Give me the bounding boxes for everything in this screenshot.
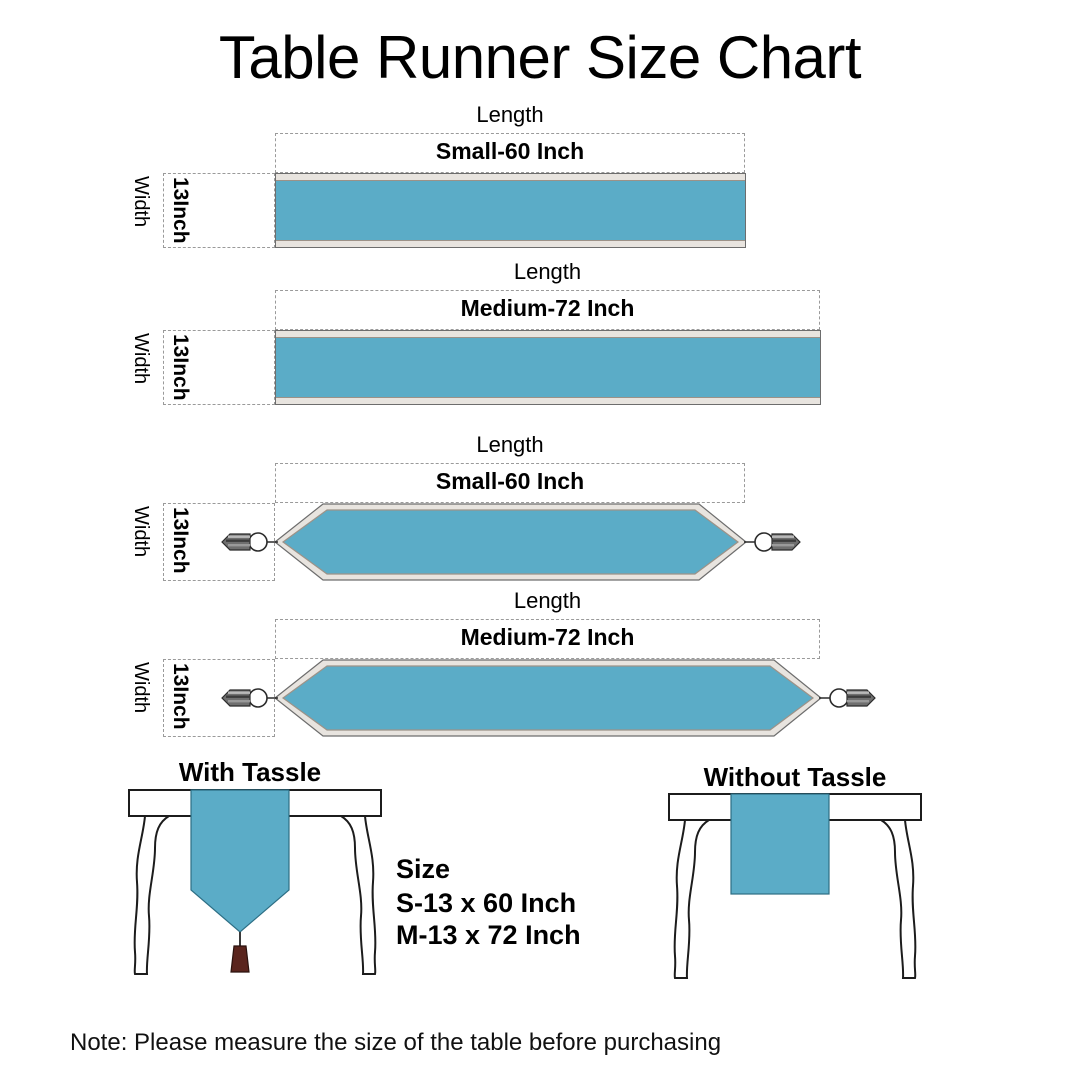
tassel-bead <box>754 532 774 552</box>
table-leg-left <box>673 819 713 979</box>
runner-drape <box>730 793 830 895</box>
table-leg-right <box>877 819 917 979</box>
runner-body <box>275 173 746 248</box>
tassel-head <box>221 689 251 707</box>
runner-2-size-label: Medium-72 Inch <box>460 295 635 321</box>
runner-2-width-dashbox <box>163 330 275 405</box>
without-tassle-title: Without Tassle <box>703 762 887 792</box>
runner-bottom-hem <box>275 240 746 248</box>
size-small: S-13 x 60 Inch <box>396 888 577 918</box>
runner-4-tassel-left <box>221 680 278 716</box>
page-title: Table Runner Size Chart <box>218 24 862 91</box>
runner-2-shape <box>275 330 822 406</box>
with-tassle-title: With Tassle <box>178 757 322 787</box>
runner-3-length-label: Length <box>476 432 544 457</box>
runner-1-width-label: Width <box>130 176 152 228</box>
runner-4-width-value: 13Inch <box>169 663 192 730</box>
runner-2-length-label: Length <box>513 259 582 284</box>
runner-1-length-label: Length <box>476 102 544 127</box>
runner-2-length-dashbox <box>275 290 820 330</box>
runner-4-length-dashbox <box>275 619 820 659</box>
table-leg-left <box>133 815 173 975</box>
runner-4-width-label: Width <box>130 662 152 714</box>
size-heading: Size <box>396 854 451 884</box>
tassel-head <box>846 689 876 707</box>
runner-body <box>275 330 821 405</box>
runner-4-size-label: Medium-72 Inch <box>460 624 635 650</box>
runner-2-width-value: 13Inch <box>169 334 192 401</box>
runner-body <box>281 509 740 575</box>
runner-outline <box>275 173 746 248</box>
runner-3-tassel-left <box>221 524 278 560</box>
runner-2-width-label: Width <box>130 333 152 385</box>
runner-1-length-dashbox <box>275 133 745 173</box>
table-with-tassle-illustration <box>125 786 385 976</box>
runner-body <box>281 665 815 731</box>
runner-1-shape <box>275 173 747 249</box>
runner-top-hem <box>275 173 746 181</box>
runner-bottom-hem <box>275 397 821 405</box>
tassel-bead <box>248 688 268 708</box>
note-text: Note: Please measure the size of the tab… <box>70 1029 722 1056</box>
runner-outline <box>275 330 821 405</box>
runner-drape <box>190 789 290 933</box>
runner-3-size-label: Small-60 Inch <box>435 468 585 494</box>
runner-top-hem <box>275 330 821 338</box>
runner-1-size-label: Small-60 Inch <box>435 138 585 164</box>
tassel-skirt <box>230 945 250 973</box>
tassel-bead <box>248 532 268 552</box>
tassel-head <box>221 533 251 551</box>
runner-4-tassel-right <box>819 680 876 716</box>
size-medium: M-13 x 72 Inch <box>396 920 581 950</box>
runner-3-length-dashbox <box>275 463 745 503</box>
table-without-tassle-illustration <box>665 790 925 980</box>
tassel-bead <box>829 688 849 708</box>
runner-4-length-label: Length <box>513 588 582 613</box>
runner-1-width-value: 13Inch <box>169 177 192 244</box>
runner-3-shape <box>274 503 747 581</box>
runner-3-tassel-right <box>744 524 801 560</box>
tassel-head <box>771 533 801 551</box>
runner-1-width-dashbox <box>163 173 275 248</box>
runner-4-shape <box>274 659 822 737</box>
runner-3-width-label: Width <box>130 506 152 558</box>
runner-3-width-value: 13Inch <box>169 507 192 574</box>
table-leg-right <box>337 815 377 975</box>
